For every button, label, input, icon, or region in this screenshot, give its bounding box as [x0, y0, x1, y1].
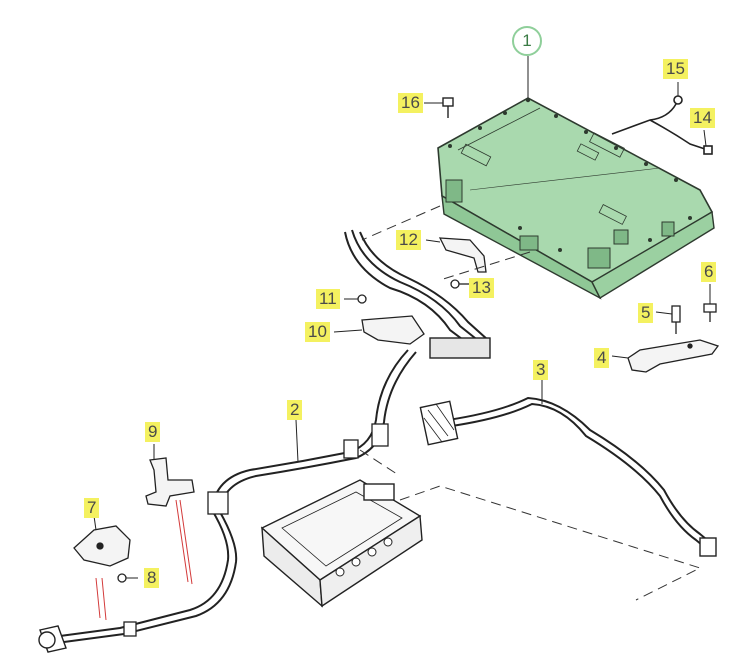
nut-6 [703, 303, 717, 322]
leader-lines [93, 56, 711, 579]
callout-5: 5 [638, 303, 654, 323]
bracket-12 [438, 237, 487, 273]
bracket-7 [73, 525, 131, 567]
callout-16: 16 [398, 93, 423, 113]
callout-10: 10 [305, 322, 330, 342]
callout-2: 2 [287, 400, 303, 420]
vent-hose-assembly [611, 95, 713, 155]
callout-11: 11 [316, 289, 340, 309]
callout-8: 8 [144, 568, 160, 588]
callout-4: 4 [594, 348, 610, 368]
callout-14: 14 [690, 108, 715, 128]
callout-6: 6 [701, 262, 717, 282]
power-control-unit [260, 479, 423, 608]
harness-2 [38, 229, 491, 653]
red-guide-lines [95, 499, 193, 621]
bolt-5 [671, 305, 681, 334]
bolt-16 [442, 97, 454, 118]
bracket-9 [145, 457, 195, 507]
callout-9: 9 [145, 422, 161, 442]
callout-3: 3 [533, 360, 549, 380]
callout-13: 13 [469, 278, 494, 298]
callout-7: 7 [84, 498, 100, 518]
bolt-11 [357, 294, 367, 304]
bracket-4 [627, 339, 720, 373]
bolt-8 [117, 573, 127, 583]
callout-15: 15 [663, 59, 688, 79]
battery-pack [437, 97, 715, 300]
assembly-dashed-lines [359, 205, 702, 601]
bracket-10 [361, 315, 425, 345]
callout-12: 12 [396, 230, 421, 250]
harness-3 [419, 396, 717, 557]
callout-1: 1 [512, 26, 542, 56]
